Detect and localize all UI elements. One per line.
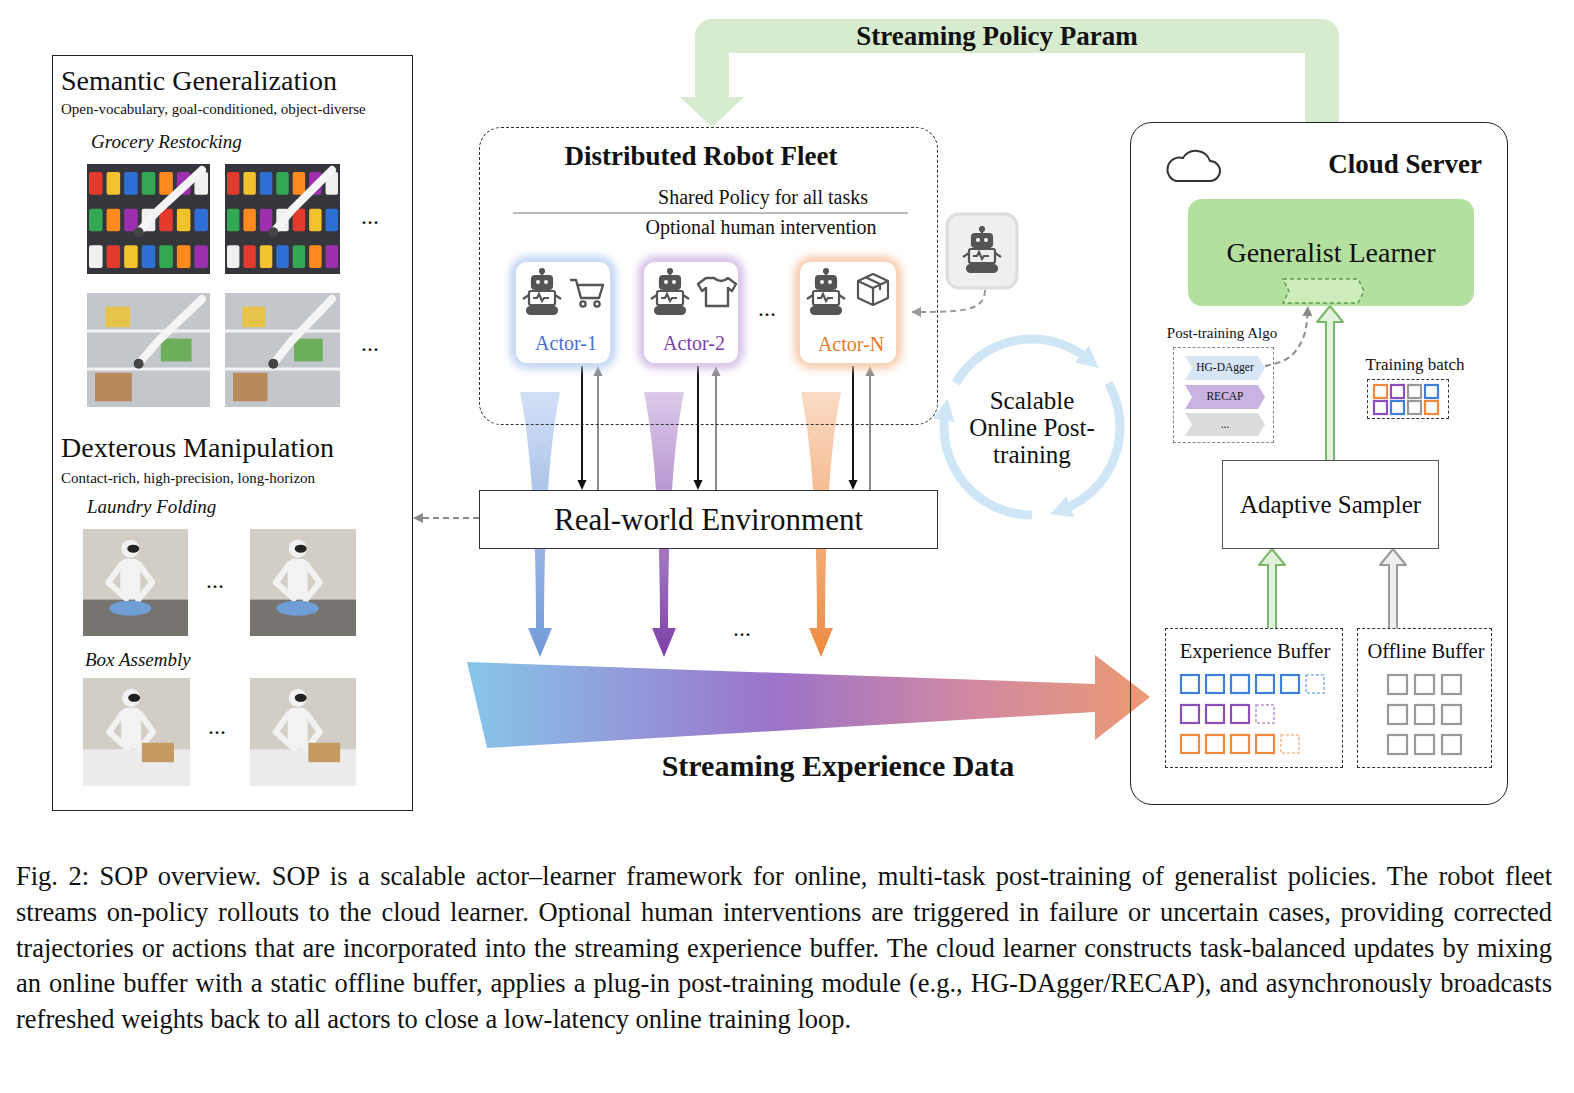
ellipsis-mark: ...: [758, 294, 776, 323]
ellipsis-mark: ...: [361, 329, 379, 358]
connector-line: [715, 376, 717, 490]
server-box: Cloud ServerGeneralist LearnerPost-train…: [1130, 122, 1508, 805]
node-title: Adaptive Sampler: [1240, 490, 1421, 520]
connector-arrow: [1272, 562, 1273, 628]
node-text: Grocery Restocking: [91, 131, 242, 154]
group-box: Post-training AlgoHG-DAggerRECAP...: [1173, 347, 1274, 443]
node-title: Experience Buffer: [1180, 639, 1330, 664]
actor-box: Actor-1: [513, 259, 613, 366]
annotation: Streaming Experience Data: [662, 748, 1015, 784]
connector-arrow: [582, 366, 583, 480]
connector-arrow: [598, 376, 599, 490]
figure-caption: Fig. 2: SOP overview. SOP is a scalable …: [16, 859, 1552, 1038]
connector-fill: [1327, 319, 1333, 460]
process-box: Generalist Learner: [1188, 199, 1474, 306]
connector-line: [581, 366, 583, 480]
batch-box: Training batch: [1367, 379, 1449, 419]
node-text: Open-vocabulary, goal-conditioned, objec…: [61, 100, 366, 118]
category-panel: Semantic GeneralizationOpen-vocabulary, …: [52, 55, 413, 811]
connector-line: [423, 517, 479, 519]
connector-arrow: [698, 366, 699, 480]
node-title: Cloud Server: [1328, 148, 1482, 180]
ellipsis-mark: ...: [733, 614, 751, 643]
connector-line: [852, 366, 854, 480]
node-decoration: [1368, 380, 1450, 420]
buffer-box: Experience Buffer: [1165, 628, 1343, 768]
connector-arrow: [1330, 319, 1331, 460]
node-text: Laundry Folding: [87, 496, 216, 519]
node-text: Optional human intervention: [645, 215, 876, 239]
connector-line: [697, 366, 699, 480]
node-text: Box Assembly: [85, 649, 191, 672]
actor-box: Actor-2: [641, 259, 741, 366]
robot-icon: [947, 214, 1017, 288]
connector-line: [597, 376, 599, 490]
process-box: Real-world Environment: [479, 490, 938, 549]
node-title: Semantic Generalization: [61, 64, 337, 98]
connector-arrow: [423, 518, 479, 519]
node-title: Training batch: [1365, 355, 1464, 375]
chevron-tag: ...: [1185, 413, 1265, 436]
node-title: RECAP: [1206, 390, 1243, 404]
node-title: Actor-1: [535, 331, 597, 355]
node-text: Shared Policy for all tasks: [658, 185, 868, 209]
node-title: Post-training Algo: [1167, 324, 1277, 342]
chevron-tag: HG-DAgger: [1185, 356, 1265, 380]
chevron-fill: [1185, 385, 1265, 409]
node-text: Dexterous Manipulation: [61, 431, 334, 465]
node-title: Real-world Environment: [554, 501, 863, 538]
node-title: Distributed Robot Fleet: [565, 140, 838, 172]
connector-fill: [1269, 562, 1275, 628]
ellipsis-mark: ...: [208, 712, 226, 741]
stream-wedge: [467, 655, 1150, 748]
connector-fill: [1390, 562, 1396, 628]
actor-box: Actor-N: [797, 259, 899, 366]
intervention-arrow: [912, 290, 985, 312]
cycle-arrows: [944, 339, 1120, 515]
connector-arrow: [716, 376, 717, 490]
buffer-box: Offline Buffer: [1357, 628, 1492, 768]
connector-arrow: [853, 366, 854, 480]
node-text: Contact-rich, high-precision, long-horiz…: [61, 469, 315, 487]
ellipsis-mark: ...: [361, 202, 379, 231]
chevron-fill: [1185, 413, 1265, 436]
chevron-fill: [1185, 356, 1265, 380]
connector-line: [869, 376, 871, 490]
node-title: Actor-2: [663, 331, 725, 355]
chevron-tag: RECAP: [1185, 385, 1265, 409]
process-box: Adaptive Sampler: [1222, 460, 1439, 549]
connector-arrow: [1393, 562, 1394, 628]
node-title: ...: [1221, 418, 1230, 432]
node-title: Generalist Learner: [1226, 236, 1435, 270]
edge-label: Streaming Policy Param: [850, 20, 1143, 52]
group-box: Distributed Robot FleetShared Policy for…: [479, 127, 938, 425]
node-title: Offline Buffer: [1367, 639, 1484, 664]
node-title: Actor-N: [818, 332, 884, 356]
node-title: HG-DAgger: [1196, 361, 1253, 375]
connector-arrow: [870, 376, 871, 490]
annotation: Scalable Online Post-training: [962, 387, 1102, 468]
ellipsis-mark: ...: [206, 566, 224, 595]
